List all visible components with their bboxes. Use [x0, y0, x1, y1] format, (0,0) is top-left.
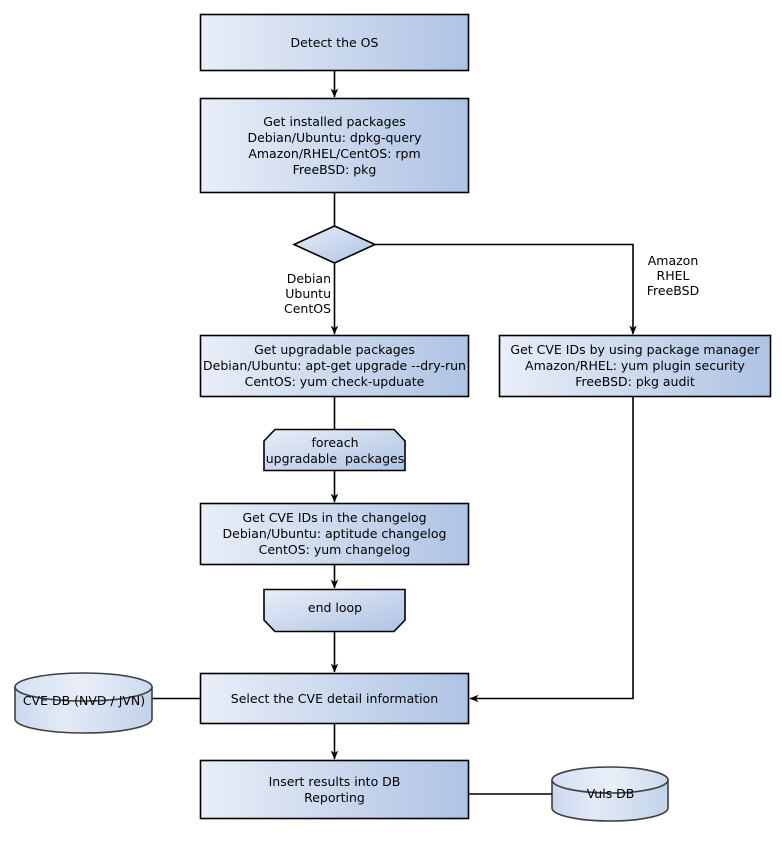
edge-decision-to-package-manager — [375, 243, 637, 335]
node-get-cve-ids-changelog[interactable] — [199, 502, 470, 566]
node-get-installed-packages[interactable] — [199, 97, 470, 194]
edge-label-branch-right: Amazon RHEL FreeBSD — [646, 253, 700, 298]
node-foreach-upgradable-packages[interactable] — [263, 428, 406, 472]
node-get-upgradable-packages[interactable] — [199, 334, 470, 398]
node-detect-os[interactable] — [199, 13, 470, 72]
node-vuls-db[interactable] — [551, 766, 669, 822]
node-insert-results[interactable] — [199, 759, 470, 820]
node-cve-db[interactable] — [14, 672, 153, 734]
edge-label-branch-left: Debian Ubuntu CentOS — [283, 271, 331, 316]
node-os-decision[interactable] — [292, 225, 377, 264]
node-select-cve-detail[interactable] — [199, 672, 470, 725]
edge-packagemanager-to-select — [469, 396, 634, 703]
node-get-cve-ids-package-manager[interactable] — [498, 334, 772, 398]
node-end-loop[interactable] — [263, 588, 406, 633]
